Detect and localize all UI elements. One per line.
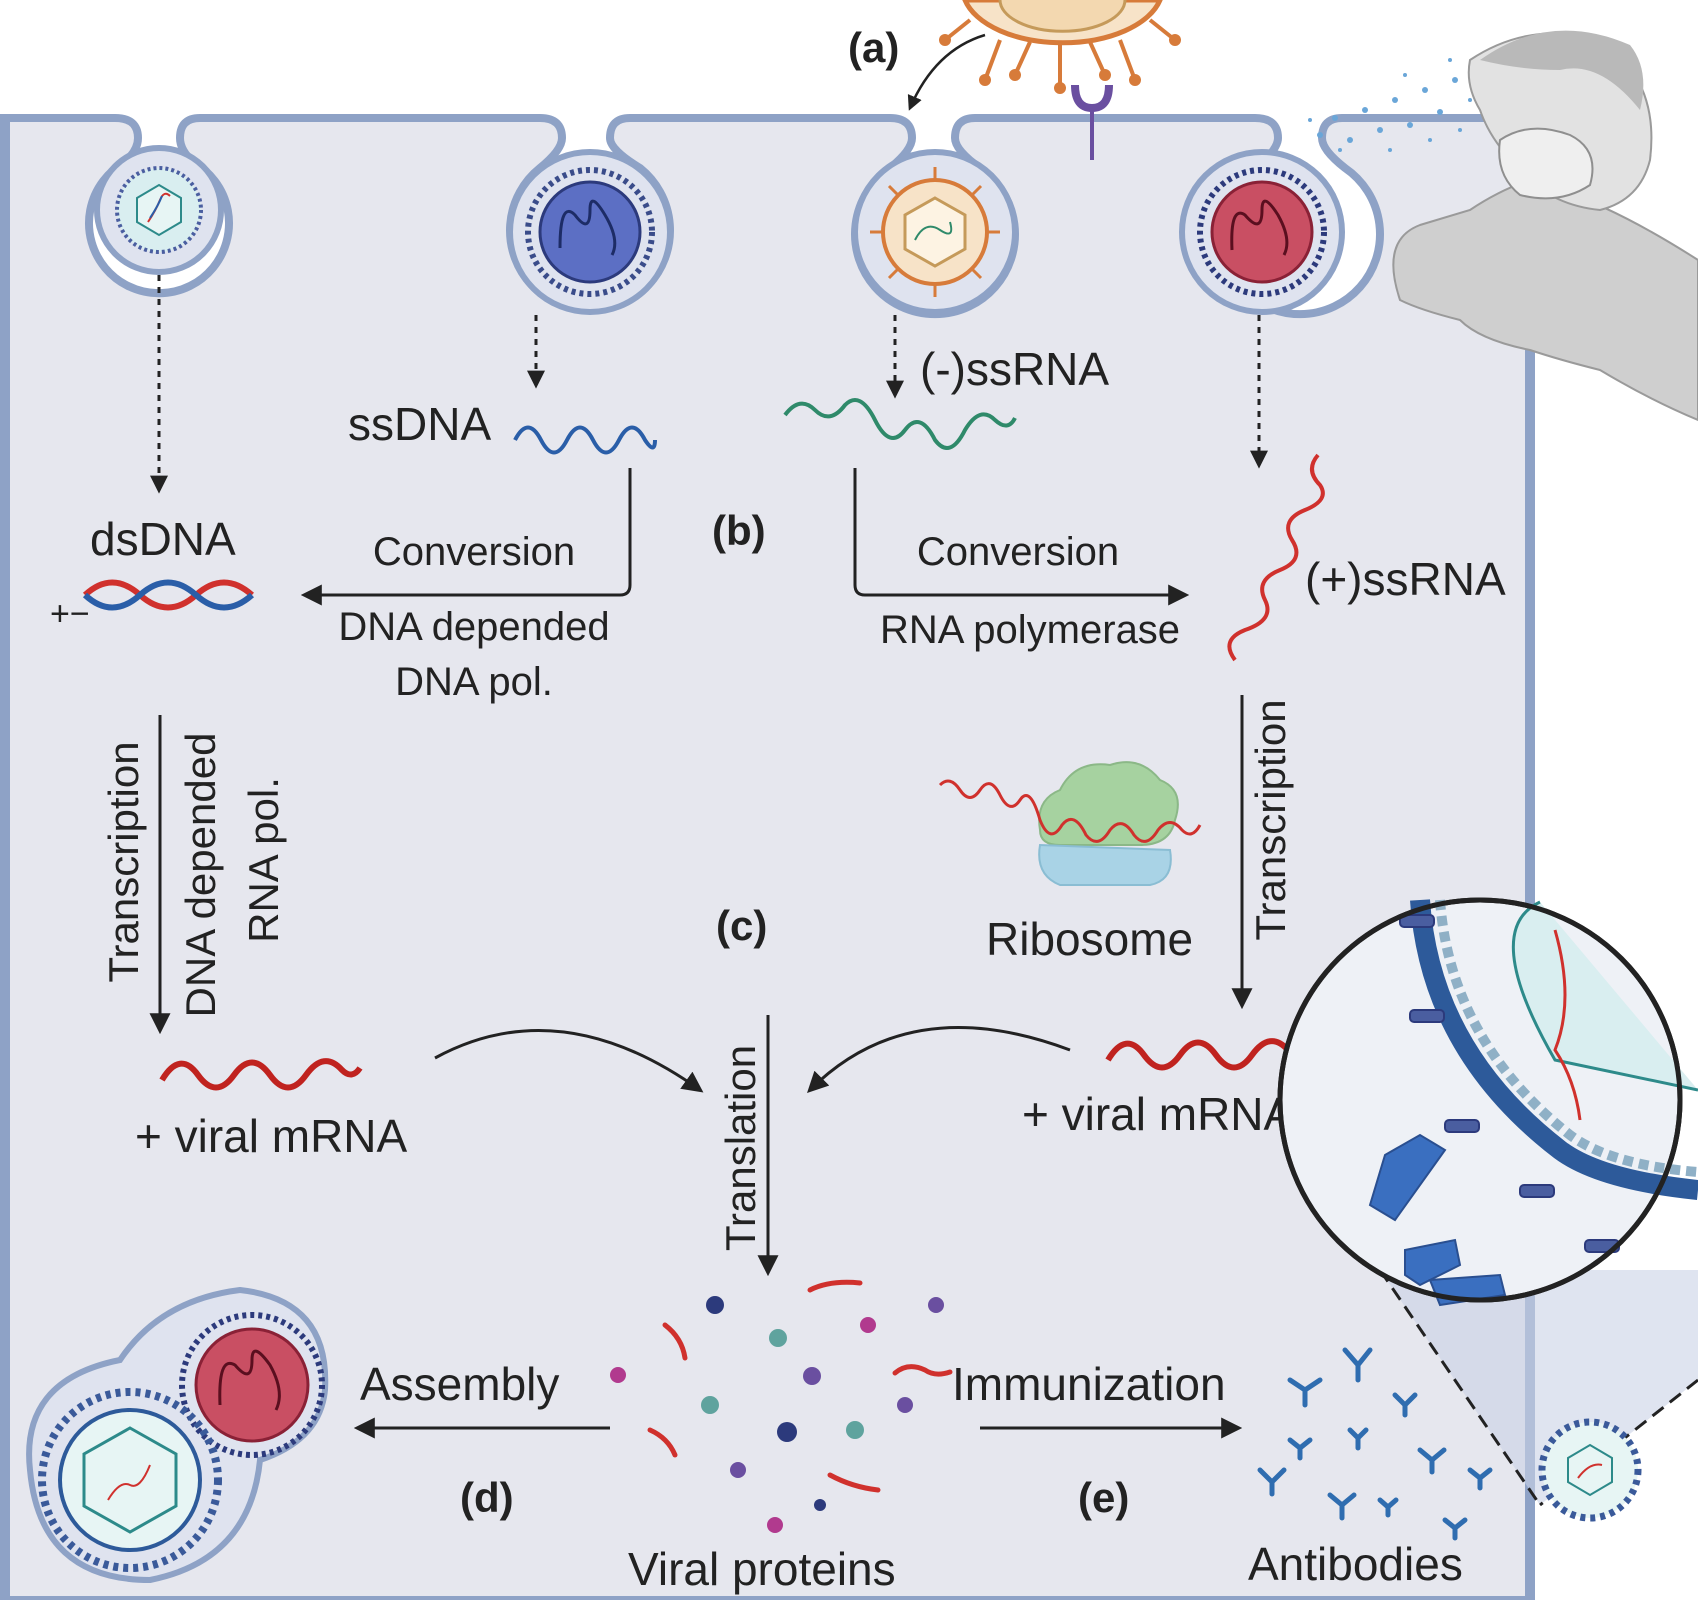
entry-arrow: [907, 33, 986, 111]
antibodies-label: Antibodies: [1248, 1538, 1463, 1590]
mrna-left-label: + viral mRNA: [135, 1110, 408, 1162]
mrna-left-strand: [159, 1058, 363, 1091]
viral-proteins-label: Viral proteins: [628, 1543, 896, 1595]
conversion-right-title: Conversion: [917, 530, 1119, 574]
pos-ssrna-strand: [1227, 453, 1325, 662]
stage-label-d: (d): [460, 1474, 514, 1521]
stage-label-c: (c): [716, 902, 767, 949]
mrna-left-to-translation-arrow: [434, 1029, 704, 1093]
ribosome-label: Ribosome: [986, 913, 1193, 965]
uncoating-arrows: [150, 275, 1268, 494]
ssdna-strand: [513, 425, 657, 455]
ssdna-label: ssDNA: [348, 398, 491, 450]
immunization-label: Immunization: [952, 1358, 1226, 1410]
conversion-left-enzyme-line1: DNA depended: [338, 605, 609, 649]
conversion-left-title: Conversion: [373, 530, 575, 574]
dsdna-label: dsDNA: [90, 513, 236, 565]
antibodies-cluster: [1257, 1347, 1493, 1541]
endosome-pos-ssrna-virus: [1179, 149, 1345, 315]
stage-label-e: (e): [1078, 1474, 1129, 1521]
transcription-left-title: Transcription: [100, 741, 147, 982]
assembly-label: Assembly: [360, 1358, 559, 1410]
conversion-right-arrow: [853, 468, 1190, 606]
ribosome-illustration: [938, 761, 1202, 886]
endosome-dsdna-virus: [94, 145, 224, 275]
incoming-virion: [939, 0, 1181, 94]
host-receptor: [1071, 84, 1113, 160]
transcription-right-title: Transcription: [1247, 699, 1294, 940]
stage-label-a: (a): [848, 24, 899, 71]
translation-label: Translation: [717, 1045, 764, 1251]
conversion-right-enzyme: RNA polymerase: [880, 608, 1180, 652]
endosome-ssdna-virus: [507, 149, 673, 315]
mrna-right-to-translation-arrow: [807, 1026, 1071, 1093]
viral-proteins-cluster: [610, 1279, 953, 1533]
assembled-virions: [26, 1286, 329, 1584]
transcription-left-enzyme-line1: DNA depended: [177, 733, 224, 1018]
mrna-right-label: + viral mRNA: [1022, 1088, 1295, 1140]
conversion-left-enzyme-line2: DNA pol.: [395, 660, 553, 704]
endosome-neg-ssrna-virus: [852, 149, 1018, 315]
neg-ssrna-strand: [783, 398, 1017, 450]
pos-ssrna-label: (+)ssRNA: [1305, 553, 1506, 605]
antibody-binding-zoom-inset: [1277, 897, 1698, 1522]
transcription-left-enzyme-line2: RNA pol.: [240, 777, 287, 943]
sneezing-person-illustration: [1308, 30, 1698, 422]
neg-ssrna-label: (-)ssRNA: [920, 343, 1109, 395]
dsdna-strand-signs: +−: [50, 595, 90, 633]
stage-label-b: (b): [712, 507, 766, 554]
dsdna-helix: [82, 579, 254, 611]
conversion-left-arrow: [300, 468, 632, 606]
